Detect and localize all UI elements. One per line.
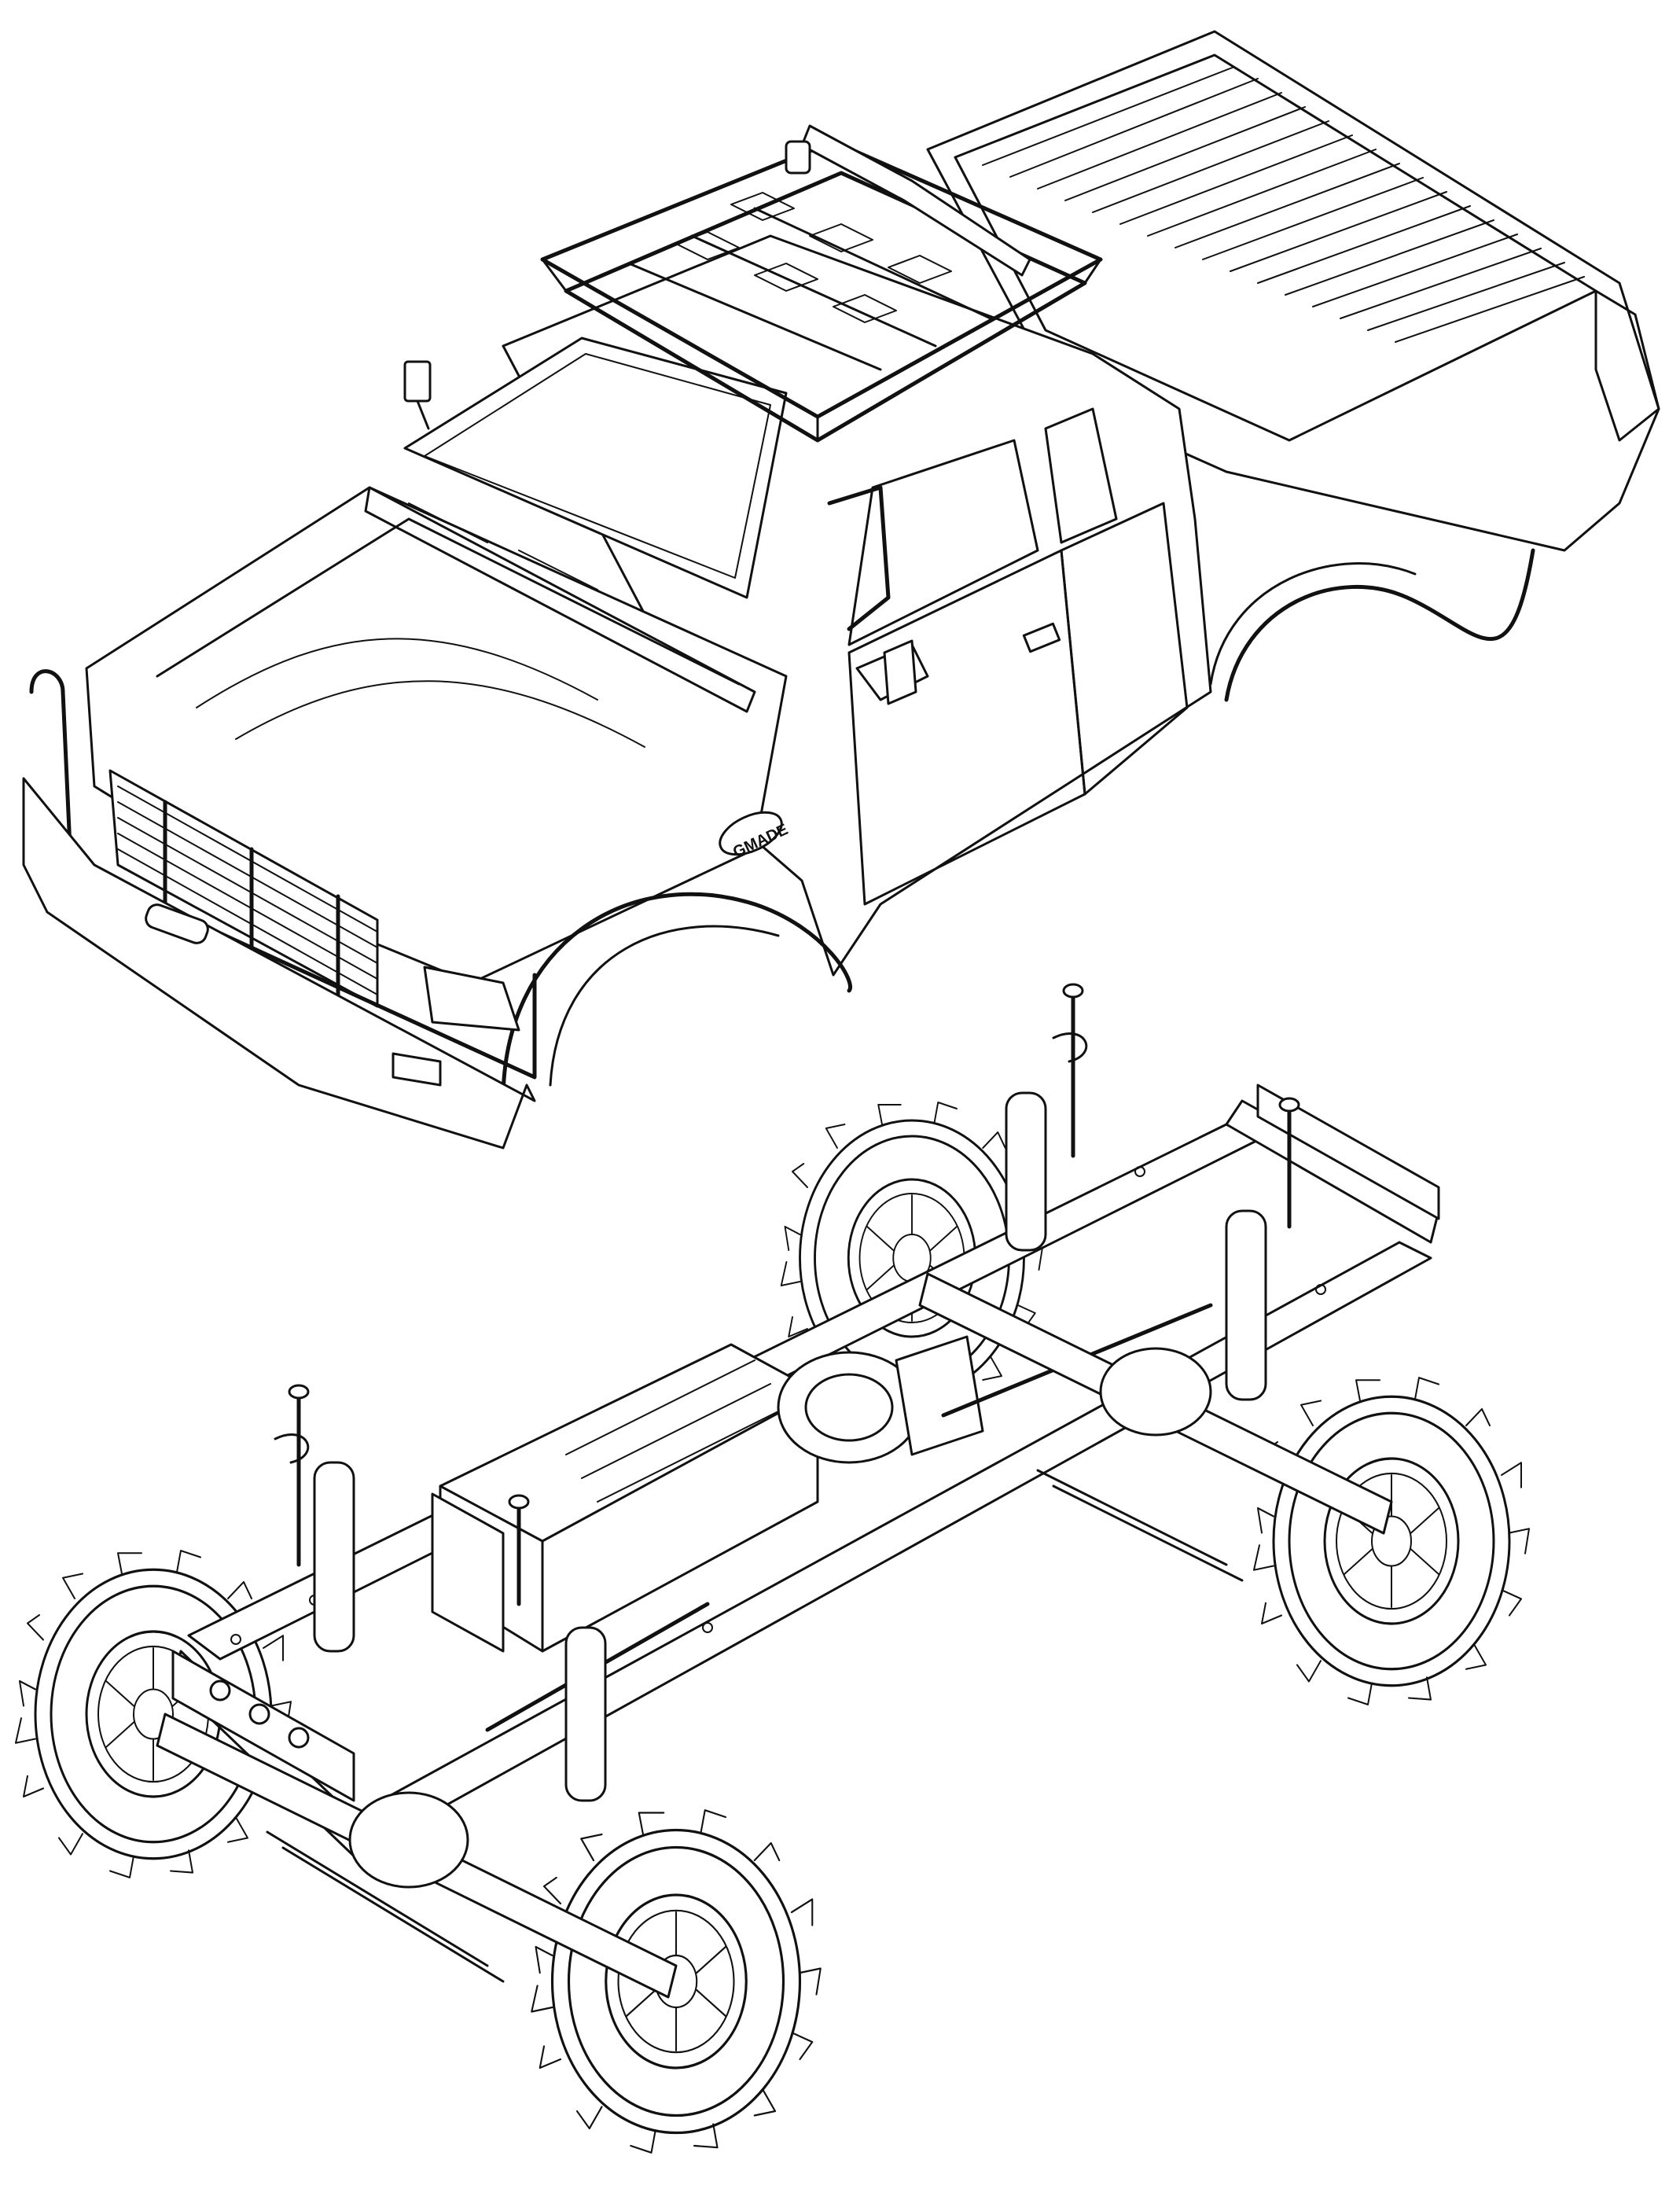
tire-rear-right [1252,1376,1531,1706]
truck-bed [926,30,1660,702]
body-posts [274,983,1300,1606]
body-clip [274,1433,310,1464]
rack-lamp [785,140,811,175]
windshield [403,337,788,599]
radiator [431,1492,505,1653]
snorkel [827,485,891,631]
rear-axle [918,1272,1393,1535]
winch-fairlead [145,903,209,944]
suspension-links [266,1469,1244,1983]
front-axle [156,1713,678,1999]
body-clip [1052,1032,1088,1063]
rear-diff [1099,1347,1212,1437]
tire-front-right [530,1808,822,2154]
shock-rear-right [1225,1209,1267,1401]
engine-motor-assembly [431,1343,819,1653]
shock-front-right [564,1626,607,1802]
grille-mesh [117,785,378,995]
rack-cargo [675,192,952,323]
shock-rear-left [1005,1091,1047,1252]
rolling-chassis [14,983,1531,2154]
door-handle [1022,622,1061,653]
shock-front-left [313,1461,355,1653]
bed-floor-ribs [982,66,1585,343]
rear-side-window [1044,407,1118,544]
front-grille-bumper [22,669,537,1150]
bull-bar [29,669,537,1080]
front-diff [348,1791,469,1889]
roof-rack [540,124,1103,443]
rear-crossmember [1256,1083,1440,1220]
rear-door [1060,502,1189,796]
side-mirror-right [855,639,929,705]
headlight [423,966,520,1032]
cowl-vent [364,486,756,713]
fog-light [392,1052,442,1087]
truck-cab [403,234,1212,977]
shocks [313,1091,1267,1802]
chassis-front-bumper [171,1650,355,1802]
front-side-window [847,439,1039,646]
side-mirror-left [403,360,432,430]
pickup-body-shell: GMADE [22,30,1660,1150]
transmission [777,1335,984,1464]
